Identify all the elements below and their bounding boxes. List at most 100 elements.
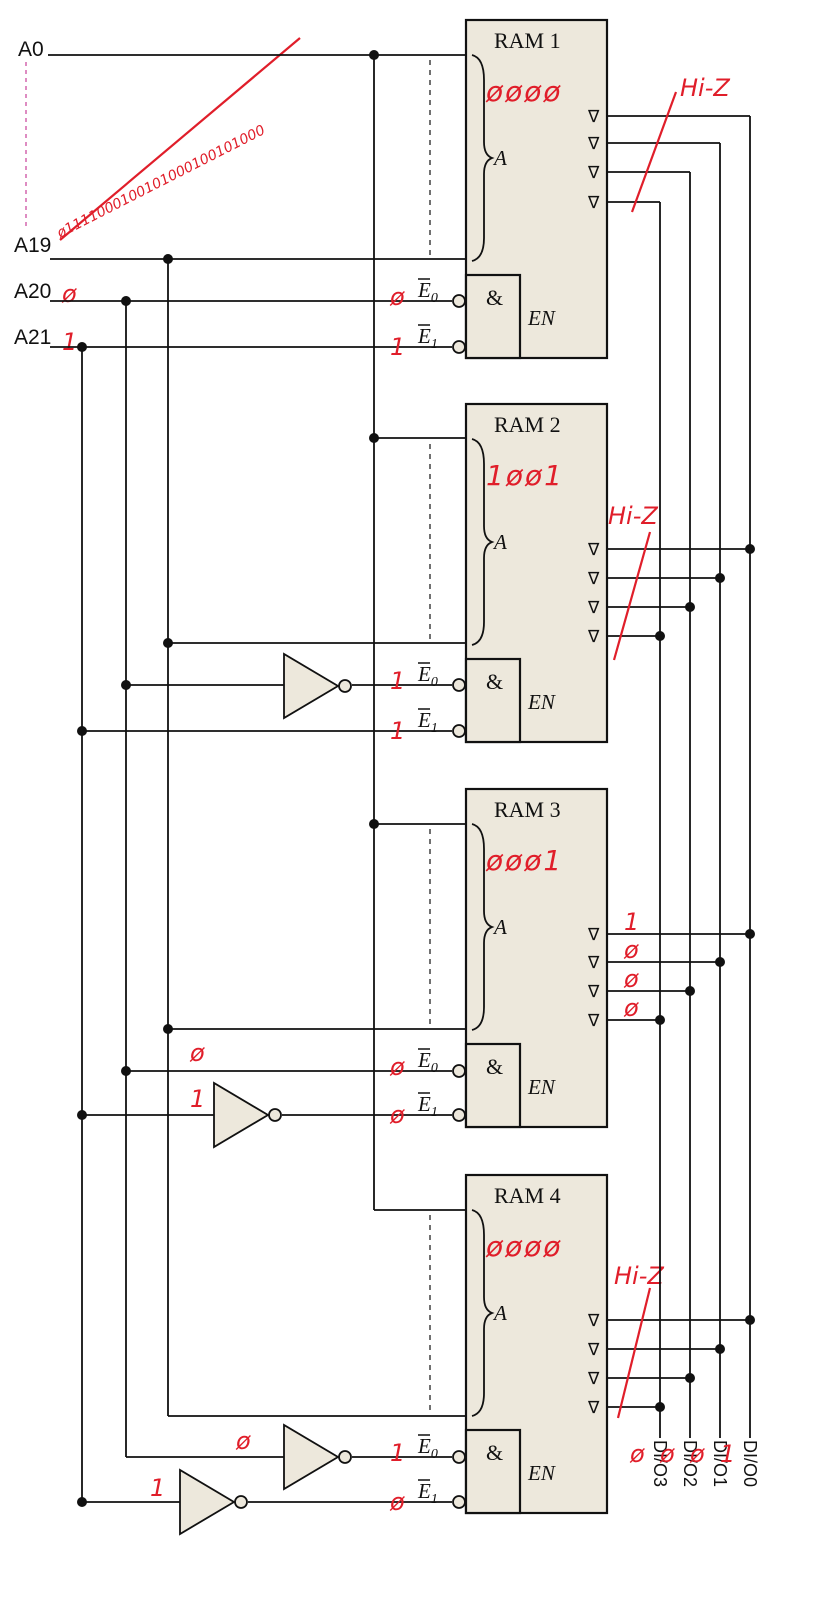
address-inputs: A0 A19 A20 A21 ø 1 ø11110001001010001001… (14, 37, 301, 356)
ram1-address-bus-label: A (492, 146, 507, 170)
ram3-output-bit-3: ø (623, 994, 639, 1022)
ram4-and-symbol: & (486, 1440, 503, 1465)
ram3-output-bit-1: ø (623, 936, 639, 964)
ram3-en-label: EN (527, 1075, 556, 1099)
ram3-output-bit-2: ø (623, 965, 639, 993)
ram2-address-brace (471, 438, 495, 646)
ram1-address-bits: øøøø (485, 75, 563, 108)
a21-mark: 1 (62, 328, 77, 356)
ram3-address-bits: øøø1 (485, 844, 563, 877)
data-line-label-1: DI/O2 (680, 1440, 700, 1487)
ram1-tristate-3: ∇ (587, 193, 600, 213)
a0-label: A0 (18, 38, 44, 61)
ram4-a21-input-mark: 1 (150, 1474, 165, 1502)
ram4-e0-label: E0 (417, 1434, 438, 1462)
ram1-e0-mark: ø (389, 283, 405, 311)
ram4-hiz-label: Hi-Z (614, 1262, 664, 1290)
ram4-tristate-0: ∇ (587, 1311, 600, 1331)
ram3-and-gate (464, 1042, 522, 1129)
ram4-address-brace (471, 1209, 495, 1417)
ram4-en-label: EN (527, 1461, 556, 1485)
ram4-tristate-2: ∇ (587, 1369, 600, 1389)
ram2-e0-bubble (452, 678, 466, 692)
ram2-tristate-2: ∇ (587, 598, 600, 618)
inverter-ram4-a20 (283, 1423, 352, 1491)
ram4-e0-bubble (452, 1450, 466, 1464)
ram1-tristate-2: ∇ (587, 163, 600, 183)
ram1-and-symbol: & (486, 285, 503, 310)
ram3-a20-input-mark: ø (189, 1039, 205, 1067)
ram1-title: RAM 1 (494, 28, 561, 53)
data-line-label-2: DI/O1 (710, 1440, 730, 1487)
ram3-e1-label: E1 (417, 1092, 438, 1120)
ram4-address-bits: øøøø (485, 1230, 563, 1263)
ram2-hiz-label: Hi-Z (608, 502, 658, 530)
hiz-slash-ram2 (612, 531, 652, 661)
ram3-e1-mark: ø (389, 1101, 405, 1129)
ram3-address-brace (471, 823, 495, 1031)
inverter-ram2-a20 (283, 652, 352, 720)
ram2-tristate-3: ∇ (587, 627, 600, 647)
ram1-address-brace (471, 54, 495, 262)
ram4-tristate-3: ∇ (587, 1398, 600, 1418)
ram1-tristate-0: ∇ (587, 107, 600, 127)
ram4-e1-label: E1 (417, 1479, 438, 1507)
ram2-e1-label: E1 (417, 708, 438, 736)
ram2-e0-label: E0 (417, 662, 438, 690)
ram3-e1-bubble (452, 1108, 466, 1122)
output-junctions (655, 544, 755, 1412)
data-value-0: ø (629, 1440, 645, 1468)
data-value-2: ø (689, 1440, 705, 1468)
ram2-e1-mark: 1 (390, 717, 405, 745)
hiz-slash-ram4 (616, 1287, 652, 1419)
input-wiring (48, 54, 466, 1503)
address-annotation-underline (59, 37, 301, 241)
ram1-en-label: EN (527, 306, 556, 330)
ram1-e1-mark: 1 (390, 333, 405, 361)
ram2-title: RAM 2 (494, 412, 561, 437)
inverter-ram4-a21 (179, 1468, 248, 1536)
ram3-tristate-0: ∇ (587, 925, 600, 945)
inverter-ram3-a21 (213, 1081, 282, 1149)
ram3-e0-mark: ø (389, 1053, 405, 1081)
data-line-label-0: DI/O3 (650, 1440, 670, 1487)
hiz-slash-ram1 (630, 91, 678, 213)
a19-label: A19 (14, 234, 51, 257)
ram4-e0-mark: 1 (390, 1439, 405, 1467)
ram4-tristate-1: ∇ (587, 1340, 600, 1360)
address-annotation: ø1111000100101000100101000 (54, 122, 268, 242)
ram3-tristate-3: ∇ (587, 1011, 600, 1031)
ram4-address-bus-label: A (492, 1301, 507, 1325)
input-junctions (77, 50, 379, 1507)
ram1-and-gate (464, 273, 522, 360)
data-value-1: ø (659, 1440, 675, 1468)
data-value-3: 1 (720, 1440, 735, 1468)
ram3-and-symbol: & (486, 1054, 503, 1079)
ram3-address-bus-label: A (492, 915, 507, 939)
ram2-address-bus-label: A (492, 530, 507, 554)
ram3-tristate-1: ∇ (587, 953, 600, 973)
ram1-e0-label: E0 (417, 278, 438, 306)
ram3-output-bit-0: 1 (624, 908, 639, 936)
a20-label: A20 (14, 280, 51, 303)
ram2-and-symbol: & (486, 669, 503, 694)
ram4-e1-mark: ø (389, 1488, 405, 1516)
ram4-e1-bubble (452, 1495, 466, 1509)
a20-mark: ø (61, 280, 77, 308)
ram1-tristate-1: ∇ (587, 134, 600, 154)
output-bus (606, 115, 751, 1438)
ram3-a21-input-mark: 1 (190, 1085, 205, 1113)
ram4-a20-input-mark: ø (235, 1427, 251, 1455)
ram4-and-gate (464, 1428, 522, 1515)
ram3-e0-bubble (452, 1064, 466, 1078)
ram2-e0-mark: 1 (390, 667, 405, 695)
ram1-e0-bubble (452, 294, 466, 308)
ram2-en-label: EN (527, 690, 556, 714)
a21-label: A21 (14, 326, 51, 349)
